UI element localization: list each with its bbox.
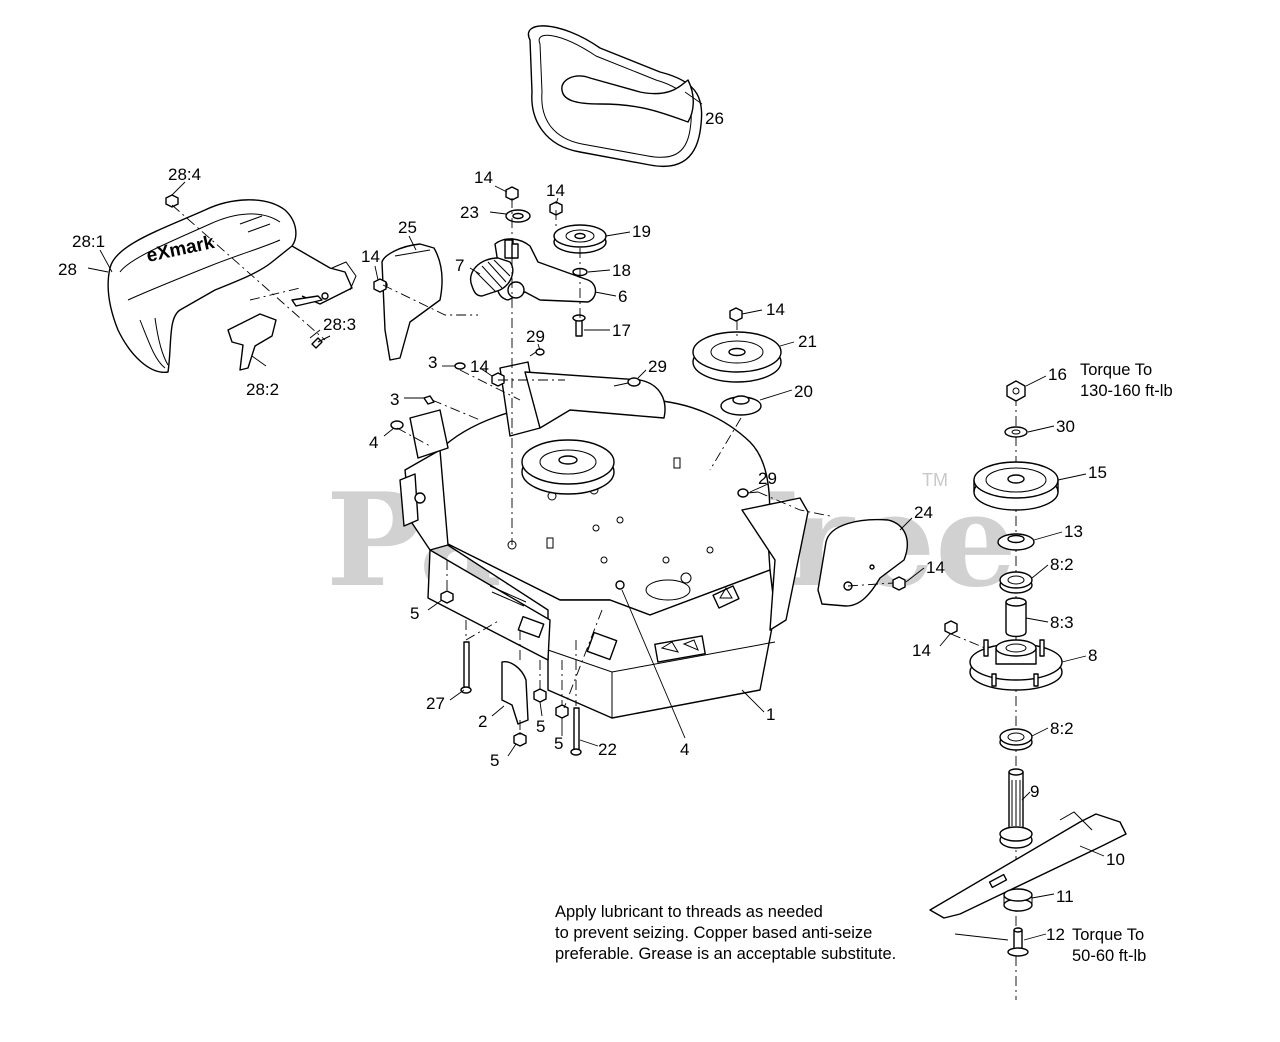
bolt-17 <box>572 314 586 337</box>
callout-19: 19 <box>632 222 651 241</box>
callout-14-rightcover: 14 <box>926 558 945 577</box>
callout-17: 17 <box>612 321 631 340</box>
right-cover-plate <box>817 518 908 607</box>
callout-15: 15 <box>1088 463 1107 482</box>
callout-28-3: 28:3 <box>323 315 356 334</box>
hardware-left <box>373 278 958 756</box>
spindle-housing-8 <box>969 639 1063 691</box>
callout-28-4: 28:4 <box>168 165 201 184</box>
callout-1: 1 <box>766 705 775 724</box>
callout-13: 13 <box>1064 522 1083 541</box>
mower-blade-10 <box>929 811 1127 919</box>
callout-14-spindle: 14 <box>912 641 931 660</box>
left-cover-plate <box>378 243 443 361</box>
spacer-13 <box>997 533 1035 551</box>
callout-28-1: 28:1 <box>72 232 105 251</box>
callout-14-pulley19: 14 <box>546 181 565 200</box>
callout-14-cover: 14 <box>361 247 380 266</box>
spindle-nut-16 <box>1006 380 1026 402</box>
callout-8-3: 8:3 <box>1050 613 1074 632</box>
callout-27: 27 <box>426 694 445 713</box>
lubricant-line-3: preferable. Grease is an acceptable subs… <box>555 945 896 963</box>
idler-pulley-19 <box>553 224 607 254</box>
torque-top-line-2: 130-160 ft-lb <box>1080 382 1173 400</box>
callout-4-left: 4 <box>369 433 378 452</box>
callout-7: 7 <box>455 256 464 275</box>
spacer-tube-8-3 <box>1005 597 1027 638</box>
bearing-8-2-top <box>999 571 1033 594</box>
watermark-trademark: TM <box>922 470 948 490</box>
callout-12: 12 <box>1046 925 1065 944</box>
callout-20: 20 <box>794 382 813 401</box>
callout-25: 25 <box>398 218 417 237</box>
callout-9: 9 <box>1030 782 1039 801</box>
blade-bolt-12 <box>1007 927 1029 957</box>
callout-8: 8 <box>1088 646 1097 665</box>
pulley-21 <box>692 331 782 383</box>
callout-2: 2 <box>478 712 487 731</box>
cover-bolt <box>311 335 331 349</box>
callout-24: 24 <box>914 503 933 522</box>
leader-lines <box>87 91 1105 941</box>
callout-29-right: 29 <box>758 469 777 488</box>
spindle-shaft-9 <box>999 768 1033 849</box>
mower-deck <box>399 361 809 719</box>
spindle-assembly <box>929 380 1127 957</box>
torque-note-top: Torque To 130-160 ft-lb <box>1080 361 1173 400</box>
callout-8-2-top: 8:2 <box>1050 555 1074 574</box>
callout-labels: 26 28:4 28:1 28 28:3 28:2 14 14 23 19 25… <box>58 109 1125 944</box>
callout-8-2-bottom: 8:2 <box>1050 719 1074 738</box>
callout-29-left: 29 <box>526 327 545 346</box>
idler-bolt-23 <box>505 209 531 223</box>
bearing-8-2-bottom <box>999 728 1033 751</box>
callout-21: 21 <box>798 332 817 351</box>
callout-14-pulley21: 14 <box>766 300 785 319</box>
lubricant-line-2: to prevent seizing. Copper based anti-se… <box>555 924 872 942</box>
lubricant-line-1: Apply lubricant to threads as needed <box>555 903 823 921</box>
callout-29-mid: 29 <box>648 357 667 376</box>
callout-5-mid: 5 <box>536 717 545 736</box>
idler-nut-14 <box>505 186 519 201</box>
callout-14-deck: 14 <box>470 357 489 376</box>
callout-5-right: 5 <box>554 734 563 753</box>
callout-11: 11 <box>1056 887 1074 906</box>
callout-28: 28 <box>58 260 77 279</box>
callout-3-top: 3 <box>428 353 437 372</box>
idler-nut-14b <box>549 201 563 216</box>
torque-bottom-line-2: 50-60 ft-lb <box>1072 947 1146 965</box>
belt-cover <box>107 199 357 373</box>
callout-28-2: 28:2 <box>246 380 279 399</box>
drive-belt <box>527 25 703 168</box>
torque-note-bottom: Torque To 50-60 ft-lb <box>1072 926 1146 965</box>
callout-10: 10 <box>1106 850 1125 869</box>
torque-bottom-line-1: Torque To <box>1072 926 1144 944</box>
callout-18: 18 <box>612 261 631 280</box>
callout-22: 22 <box>598 740 617 759</box>
cover-bracket <box>227 295 323 371</box>
callout-3-bottom: 3 <box>390 390 399 409</box>
washer-30 <box>1004 426 1028 438</box>
torque-top-line-1: Torque To <box>1080 361 1152 379</box>
spindle-pulley-15 <box>973 461 1059 511</box>
idler-spring <box>469 257 514 297</box>
callout-26: 26 <box>705 109 724 128</box>
bearing-20 <box>720 395 762 416</box>
callout-23: 23 <box>460 203 479 222</box>
callout-5-bottom: 5 <box>490 751 499 770</box>
callout-14-idler: 14 <box>474 168 493 187</box>
nut-14-pulley21 <box>729 307 743 322</box>
lubricant-note: Apply lubricant to threads as needed to … <box>555 903 896 963</box>
blade-hub-11 <box>1003 888 1033 912</box>
callout-30: 30 <box>1056 417 1075 436</box>
callout-5-left: 5 <box>410 604 419 623</box>
callout-16: 16 <box>1048 365 1067 384</box>
callout-4-deck: 4 <box>680 740 689 759</box>
callout-6: 6 <box>618 287 627 306</box>
